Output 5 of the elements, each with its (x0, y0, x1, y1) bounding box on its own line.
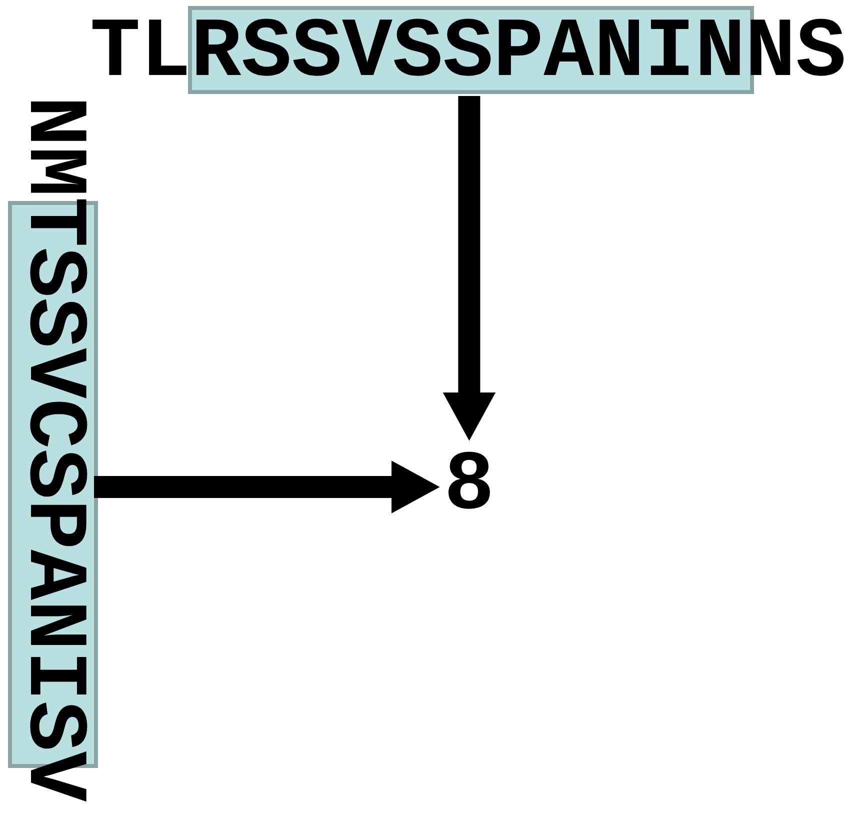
sequence-text: TLRSSVSSPANINNS (90, 12, 846, 96)
sequence-text: NMTSSVCSPANISV (10, 96, 94, 802)
arrow (94, 460, 440, 514)
score-value: 8 (444, 445, 494, 529)
arrow (442, 96, 496, 441)
